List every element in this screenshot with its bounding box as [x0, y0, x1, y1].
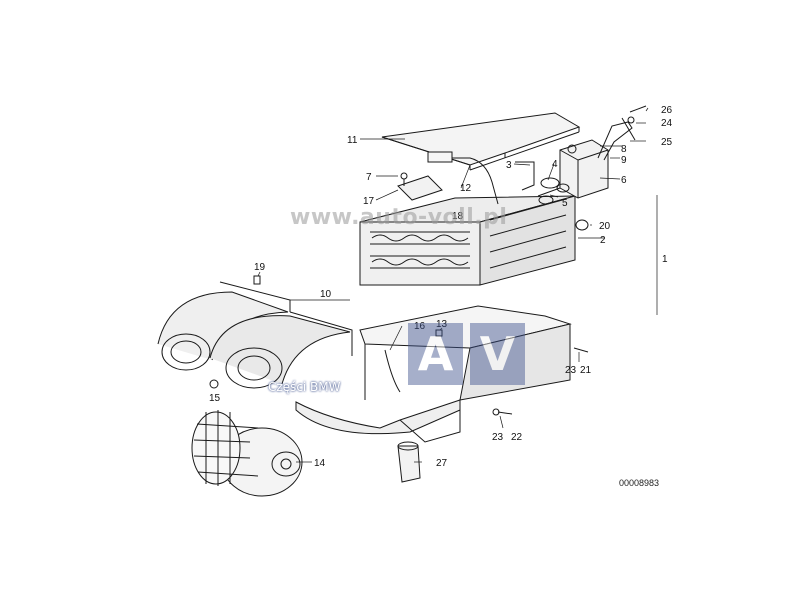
callout-26: 26 — [661, 105, 673, 116]
valve-bracket-part — [597, 105, 647, 161]
callout-23: 23 — [492, 432, 504, 443]
callout-20: 20 — [599, 221, 611, 232]
washer-part — [209, 379, 219, 389]
callout-7: 7 — [366, 172, 372, 183]
watermark-logo: A V — [408, 323, 526, 385]
reference-number: 00008983 — [619, 478, 660, 488]
blower-housing-part — [157, 281, 353, 389]
clip-part — [435, 329, 443, 337]
clip-part — [253, 275, 261, 285]
callout-8: 8 — [621, 144, 627, 155]
watermark-logo-letter: A — [408, 323, 463, 385]
callout-labels: 1 2 3 4 5 6 7 8 9 10 11 12 13 14 15 16 1… — [209, 105, 673, 469]
callout-14: 14 — [314, 458, 326, 469]
nut-part — [575, 219, 589, 231]
cover-plate-part — [381, 112, 581, 171]
leader-lines — [257, 107, 658, 463]
callout-22: 22 — [511, 432, 523, 443]
callout-5: 5 — [562, 198, 568, 209]
expansion-valve-part — [559, 139, 609, 199]
callout-23: 23 — [565, 365, 577, 376]
callout-3: 3 — [506, 160, 512, 171]
callout-13: 13 — [436, 319, 448, 330]
callout-1: 1 — [662, 254, 668, 265]
callout-18: 18 — [452, 211, 464, 222]
screw-part — [573, 347, 589, 353]
callout-4: 4 — [552, 159, 558, 170]
screw-part — [497, 411, 513, 415]
callout-25: 25 — [661, 137, 673, 148]
lower-housing-part — [295, 305, 572, 443]
callout-15: 15 — [209, 393, 221, 404]
callout-27: 27 — [436, 458, 448, 469]
callout-11: 11 — [347, 135, 358, 146]
evaporator-core-part — [359, 195, 576, 286]
callout-12: 12 — [460, 183, 472, 194]
watermark-subtitle: Części BMW — [268, 380, 341, 394]
callout-9: 9 — [621, 155, 627, 166]
callout-19: 19 — [254, 262, 266, 273]
callout-2: 2 — [600, 235, 606, 246]
callout-16: 16 — [414, 321, 426, 332]
pipe-fittings-part — [515, 161, 570, 205]
callout-21: 21 — [580, 365, 592, 376]
callout-24: 24 — [661, 118, 673, 129]
callout-6: 6 — [621, 175, 627, 186]
watermark-logo-letter: V — [470, 323, 525, 385]
watermark-url: www.auto-voll.pl — [290, 205, 508, 230]
thermostat-part — [397, 172, 443, 201]
blower-motor-part — [191, 410, 303, 497]
callout-10: 10 — [320, 289, 332, 300]
drain-valve-part — [397, 441, 421, 483]
capillary-tube-part — [427, 151, 499, 205]
callout-17: 17 — [363, 196, 375, 207]
